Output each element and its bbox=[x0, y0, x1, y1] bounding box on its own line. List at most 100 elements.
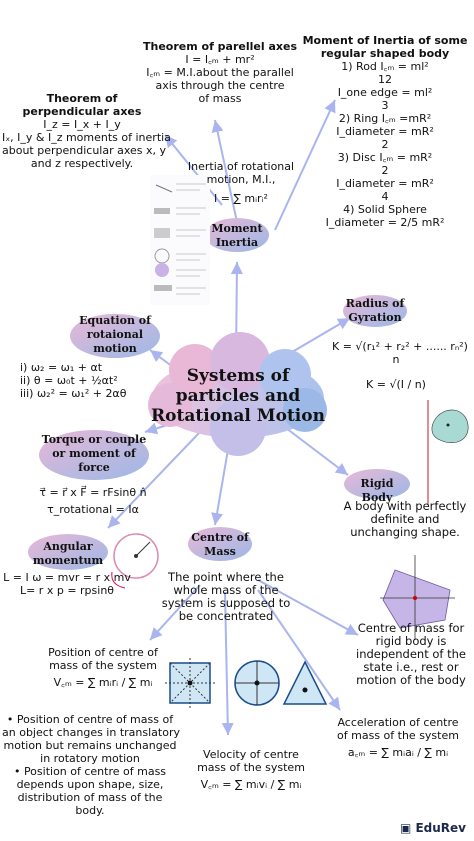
parallel-axes-line: I = I꜀ₘ + mr² bbox=[185, 53, 255, 66]
regular-bodies-line: 1) Rod I꜀ₘ = ml² bbox=[341, 60, 429, 73]
rigid-body-illustration bbox=[380, 555, 455, 640]
perpendicular-axes-title: Theorem of bbox=[46, 92, 118, 105]
com-position-block: Position of centre of mass of the system… bbox=[38, 646, 168, 689]
arrow-to-angular-momentum bbox=[107, 431, 201, 529]
com-def-line: whole mass of the bbox=[173, 583, 279, 597]
com-def-line: system is supposed to bbox=[161, 596, 291, 610]
com-note-line: depends upon shape, size, bbox=[16, 778, 164, 791]
regular-bodies-line: 12 bbox=[378, 73, 392, 86]
node-label: or moment of bbox=[52, 447, 136, 460]
gyration-formula: n bbox=[392, 353, 400, 366]
com-note-line: distribution of mass of the bbox=[17, 791, 163, 804]
com-acceleration-line: Acceleration of centre bbox=[337, 716, 459, 729]
gyration-formulae: K = √(r₁² + r₂² + ...... rₙ²) n K = √(I … bbox=[332, 340, 468, 391]
perpendicular-axes-line: about perpendicular axes x, y bbox=[2, 144, 167, 157]
arrow-to-com-acceleration bbox=[257, 589, 341, 711]
com-note-line: • Position of centre of mass bbox=[13, 765, 167, 778]
node-clouds bbox=[28, 218, 410, 570]
regular-bodies-line: I_diameter = mR² bbox=[336, 125, 434, 138]
arrow-to-com-velocity bbox=[221, 591, 234, 736]
central-title-line: particles and bbox=[175, 386, 301, 406]
regular-bodies-line: 2 bbox=[381, 164, 389, 177]
central-title-line: Rotational Motion bbox=[151, 406, 325, 426]
com-note-line: motion but remains unchanged bbox=[3, 739, 177, 752]
com-rigid-line: Centre of mass for bbox=[357, 621, 465, 635]
brand-name: EduRev bbox=[415, 821, 466, 835]
angular-formula: L = I ω = mvr = r x mv bbox=[3, 571, 131, 584]
com-note-line: body. bbox=[75, 804, 105, 817]
inertia-illustrations bbox=[150, 175, 210, 305]
regular-bodies-title: regular shaped body bbox=[320, 47, 450, 60]
com-velocity-line: Velocity of centre bbox=[203, 748, 299, 761]
node-equation-rotational: Equation of rotaional motion bbox=[72, 314, 158, 356]
parallel-axes-line: I꜀ₘ = M.I.about the parallel bbox=[146, 66, 294, 79]
gyration-illustration bbox=[427, 400, 469, 505]
node-angular-momentum: Angular momentum bbox=[30, 540, 106, 568]
angular-formula: L= r x p = rpsinθ bbox=[19, 584, 115, 597]
com-acceleration-block: Acceleration of centre of mass of the sy… bbox=[326, 716, 470, 759]
arrow-to-com-position bbox=[149, 584, 201, 641]
arrow-to-regular-bodies bbox=[274, 99, 336, 231]
com-definition: The point where the whole mass of the sy… bbox=[158, 571, 294, 623]
rotational-mi-line: motion, M.I., bbox=[206, 173, 276, 186]
rotational-equation: i) ω₂ = ω₁ + αt bbox=[20, 361, 103, 374]
node-torque: Torque or couple or moment of force bbox=[40, 433, 148, 475]
com-note-line: in rotatory motion bbox=[40, 752, 140, 765]
com-acceleration-line: of mass of the system bbox=[337, 729, 459, 742]
node-label: rotaional bbox=[86, 328, 144, 341]
node-label: Mass bbox=[204, 545, 236, 558]
com-note-line: an object changes in translatory bbox=[2, 726, 180, 739]
rotational-equation: iii) ω₂² = ω₁² + 2αθ bbox=[20, 387, 127, 400]
com-rigid-line: state i.e., rest or bbox=[363, 660, 459, 674]
parallel-axes-block: Theorem of parellel axes I = I꜀ₘ + mr² I… bbox=[135, 40, 305, 105]
node-label: Torque or couple bbox=[41, 433, 147, 446]
com-def-line: The point where the bbox=[168, 570, 284, 584]
regular-bodies-line: I_one edge = ml² bbox=[337, 86, 433, 99]
com-position-line: V꜀ₘ = ∑ mᵢrᵢ / ∑ mᵢ bbox=[53, 676, 153, 689]
rotational-mi-block: Inertia of rotational motion, M.I., I = … bbox=[186, 160, 296, 205]
node-label: motion bbox=[93, 342, 137, 355]
com-rigid-line: independent of the bbox=[356, 647, 466, 661]
regular-bodies-line: 2 bbox=[381, 138, 389, 151]
regular-bodies-line: I_diameter = mR² bbox=[336, 177, 434, 190]
node-label: Rigid Body bbox=[360, 477, 394, 504]
node-label: force bbox=[78, 461, 110, 474]
edurev-logo[interactable]: ▣ EduRev bbox=[400, 821, 466, 835]
regular-bodies-block: Moment of Inertia of some regular shaped… bbox=[300, 34, 470, 229]
regular-bodies-line: 2) Ring I꜀ₘ =mR² bbox=[338, 112, 432, 125]
perpendicular-axes-line: Iₓ, I_y & I_z moments of inertia bbox=[2, 131, 171, 144]
rotational-equations: i) ω₂ = ω₁ + αt ii) θ = ω₀t + ½αt² iii) … bbox=[20, 361, 160, 400]
central-cloud bbox=[148, 332, 327, 456]
central-title: Systems of particles and Rotational Moti… bbox=[148, 366, 328, 426]
com-velocity-line: mass of the system bbox=[197, 761, 305, 774]
com-rigid-line: rigid body is bbox=[375, 634, 447, 648]
perpendicular-axes-line: I_z = I_x + I_y bbox=[43, 118, 121, 131]
node-label: Equation of bbox=[79, 314, 151, 327]
rotational-equation: ii) θ = ω₀t + ½αt² bbox=[20, 374, 118, 387]
node-moment-inertia: Moment Inertia bbox=[205, 222, 269, 250]
com-position-line: mass of the system bbox=[49, 659, 157, 672]
node-label: Moment bbox=[211, 222, 263, 235]
com-notes-block: • Position of centre of mass of an objec… bbox=[2, 713, 180, 817]
arrow-to-parallel-axes bbox=[211, 119, 241, 237]
graduation-cap-icon: ▣ bbox=[399, 821, 412, 835]
arrow-to-rigid-body bbox=[281, 424, 349, 476]
regular-bodies-line: 3 bbox=[381, 99, 389, 112]
node-label: Gyration bbox=[348, 311, 402, 324]
com-position-line: Position of centre of bbox=[48, 646, 158, 659]
node-label: momentum bbox=[32, 554, 104, 567]
gyration-formula: K = √(I / n) bbox=[366, 378, 426, 391]
torque-formula: τ_rotational = Iα bbox=[47, 503, 139, 516]
arrow-to-com-rigid bbox=[257, 579, 359, 636]
rigid-desc-line: A body with perfectly bbox=[343, 499, 467, 513]
rotational-mi-line: Inertia of rotational bbox=[187, 160, 295, 173]
com-rigid-line: motion of the body bbox=[356, 673, 466, 687]
rigid-desc-line: definite and bbox=[370, 512, 440, 526]
node-radius-gyration: Radius of Gyration bbox=[343, 297, 407, 325]
regular-bodies-line: 3) Disc I꜀ₘ = mR² bbox=[337, 151, 433, 164]
central-title-line: Systems of bbox=[186, 366, 290, 386]
parallel-axes-title: Theorem of parellel axes bbox=[142, 40, 297, 53]
regular-bodies-line: 4 bbox=[381, 190, 389, 203]
com-rigid-block: Centre of mass for rigid body is indepen… bbox=[350, 622, 472, 687]
